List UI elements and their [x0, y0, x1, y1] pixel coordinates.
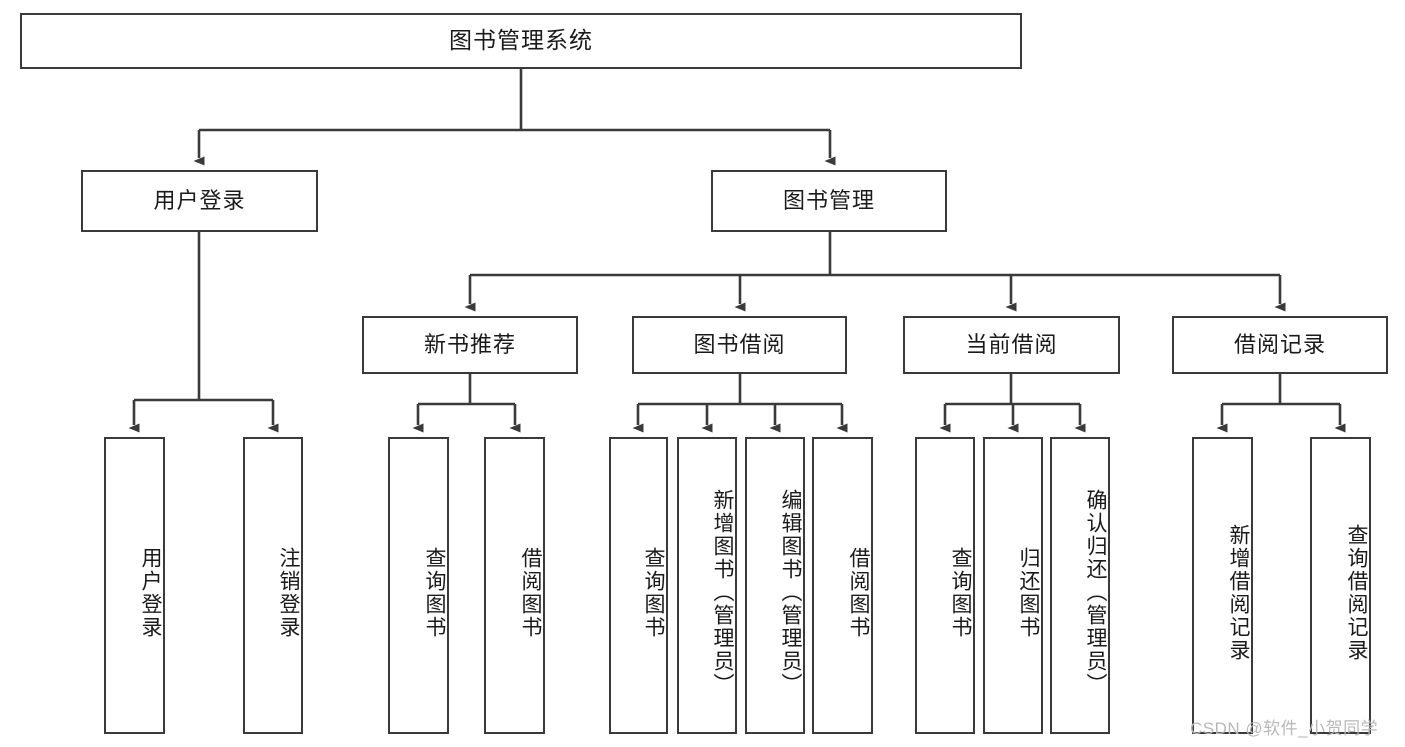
leaf-user-login-label: 用户登录 [139, 546, 162, 639]
leaf-current-return-book[interactable]: 归还图书 [983, 437, 1043, 734]
node-user-login-label: 用户登录 [153, 187, 246, 213]
leaf-borrow-edit-book-admin-label: 编辑图书（管理员） [779, 489, 802, 696]
leaf-new-query-book[interactable]: 查询图书 [388, 437, 449, 734]
node-borrow-record-label: 借阅记录 [1233, 331, 1326, 357]
leaf-new-borrow-book[interactable]: 借阅图书 [484, 437, 545, 734]
leaf-current-query-book[interactable]: 查询图书 [915, 437, 975, 734]
node-new-book-recommend[interactable]: 新书推荐 [362, 316, 578, 374]
node-user-login[interactable]: 用户登录 [81, 170, 318, 232]
leaf-record-add-record-label: 新增借阅记录 [1227, 523, 1250, 662]
leaf-record-add-record[interactable]: 新增借阅记录 [1192, 437, 1253, 734]
leaf-record-query-record[interactable]: 查询借阅记录 [1310, 437, 1371, 734]
leaf-borrow-query-book-label: 查询图书 [642, 546, 665, 639]
leaf-record-query-record-label: 查询借阅记录 [1345, 523, 1368, 662]
leaf-new-query-book-label: 查询图书 [423, 546, 446, 639]
node-root-system-label: 图书管理系统 [449, 27, 593, 54]
node-book-borrow[interactable]: 图书借阅 [632, 316, 847, 374]
leaf-borrow-borrow-book-label: 借阅图书 [847, 546, 870, 639]
node-book-borrow-label: 图书借阅 [693, 331, 786, 357]
leaf-current-return-book-label: 归还图书 [1017, 546, 1040, 639]
leaf-current-confirm-return-admin-label: 确认归还（管理员） [1084, 489, 1107, 696]
leaf-user-logout-label: 注销登录 [277, 546, 300, 639]
leaf-user-logout[interactable]: 注销登录 [243, 437, 303, 734]
leaf-current-confirm-return-admin[interactable]: 确认归还（管理员） [1050, 437, 1110, 734]
node-root-system[interactable]: 图书管理系统 [20, 13, 1022, 69]
leaf-borrow-add-book-admin-label: 新增图书（管理员） [711, 489, 734, 696]
leaf-borrow-edit-book-admin[interactable]: 编辑图书（管理员） [745, 437, 805, 734]
leaf-borrow-query-book[interactable]: 查询图书 [609, 437, 668, 734]
leaf-borrow-add-book-admin[interactable]: 新增图书（管理员） [677, 437, 737, 734]
node-book-management[interactable]: 图书管理 [711, 170, 947, 232]
leaf-new-borrow-book-label: 借阅图书 [519, 546, 542, 639]
leaf-user-login[interactable]: 用户登录 [104, 437, 165, 734]
node-current-borrow[interactable]: 当前借阅 [903, 316, 1120, 374]
leaf-borrow-borrow-book[interactable]: 借阅图书 [812, 437, 873, 734]
node-current-borrow-label: 当前借阅 [965, 331, 1058, 357]
node-book-management-label: 图书管理 [782, 187, 875, 213]
node-borrow-record[interactable]: 借阅记录 [1172, 316, 1388, 374]
node-new-book-recommend-label: 新书推荐 [423, 331, 516, 357]
leaf-current-query-book-label: 查询图书 [949, 546, 972, 639]
csdn-watermark: CSDN @软件_小贺同学 [1190, 719, 1379, 738]
